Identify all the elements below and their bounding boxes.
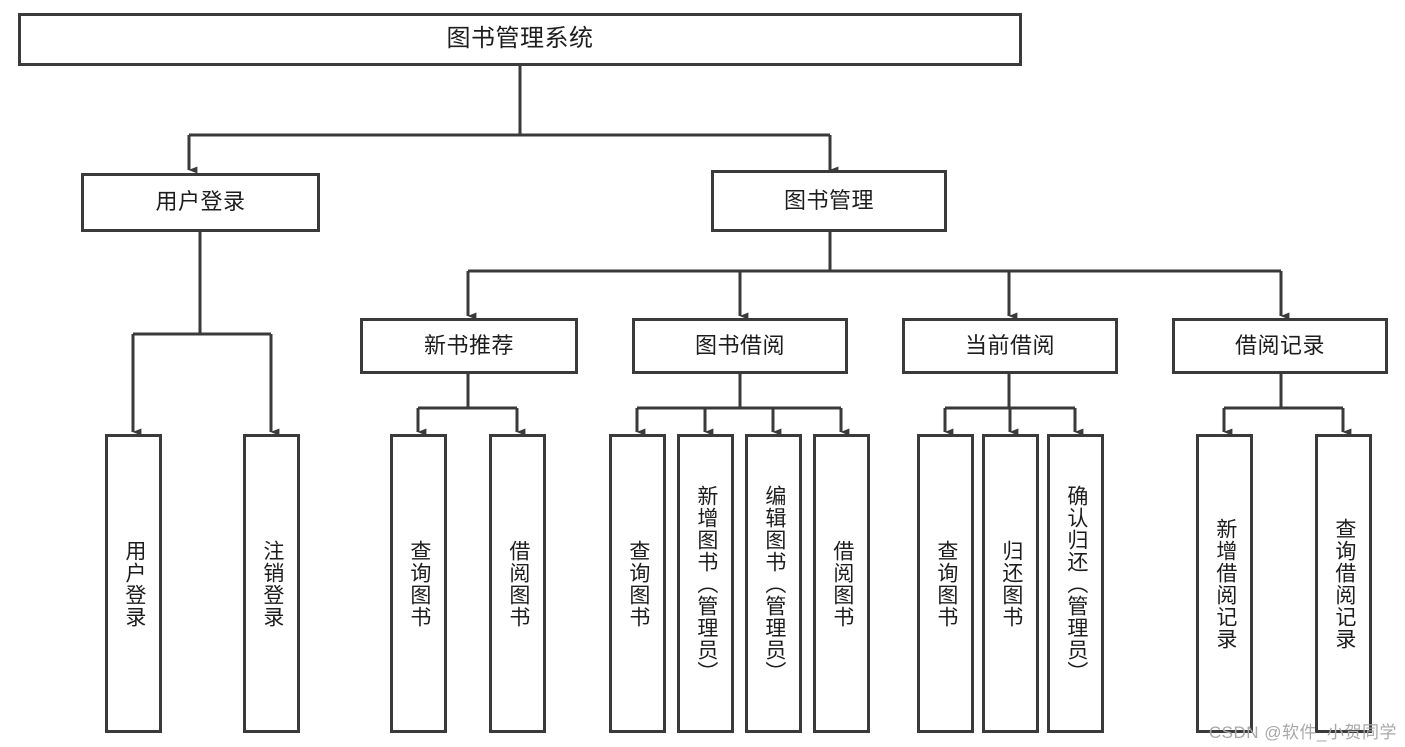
node-new-book-recommend-label: 新书推荐 bbox=[423, 332, 514, 358]
node-leaf-query-book-2-label: 查询图书 bbox=[626, 539, 650, 628]
node-borrow-record[interactable]: 借阅记录 bbox=[1172, 318, 1388, 374]
node-leaf-borrow-book-1[interactable]: 借阅图书 bbox=[489, 434, 546, 733]
node-leaf-user-login[interactable]: 用户登录 bbox=[105, 434, 162, 733]
node-leaf-borrow-book-2[interactable]: 借阅图书 bbox=[813, 434, 870, 733]
node-root[interactable]: 图书管理系统 bbox=[18, 13, 1022, 66]
node-leaf-query-record-label: 查询借阅记录 bbox=[1332, 517, 1356, 650]
node-leaf-query-record[interactable]: 查询借阅记录 bbox=[1315, 434, 1372, 733]
node-root-label: 图书管理系统 bbox=[446, 25, 594, 53]
node-leaf-add-record-label: 新增借阅记录 bbox=[1213, 517, 1237, 650]
node-book-borrow[interactable]: 图书借阅 bbox=[632, 318, 848, 374]
node-leaf-borrow-book-2-label: 借阅图书 bbox=[830, 539, 854, 628]
node-leaf-logout-login-label: 注销登录 bbox=[260, 539, 284, 628]
node-leaf-add-record[interactable]: 新增借阅记录 bbox=[1196, 434, 1253, 733]
node-new-book-recommend[interactable]: 新书推荐 bbox=[360, 318, 578, 374]
node-book-borrow-label: 图书借阅 bbox=[694, 332, 785, 358]
node-leaf-add-book-label: 新增图书（管理员） bbox=[694, 484, 718, 683]
node-book-management-label: 图书管理 bbox=[783, 187, 874, 213]
node-leaf-query-book-3-label: 查询图书 bbox=[934, 539, 958, 628]
node-leaf-query-book-1[interactable]: 查询图书 bbox=[390, 434, 447, 733]
node-leaf-confirm-return-label: 确认归还（管理员） bbox=[1064, 484, 1088, 683]
node-leaf-add-book[interactable]: 新增图书（管理员） bbox=[677, 434, 734, 733]
node-leaf-edit-book[interactable]: 编辑图书（管理员） bbox=[745, 434, 802, 733]
node-current-borrow-label: 当前借阅 bbox=[964, 332, 1055, 358]
node-leaf-borrow-book-1-label: 借阅图书 bbox=[506, 539, 530, 628]
node-borrow-record-label: 借阅记录 bbox=[1234, 332, 1325, 358]
node-leaf-return-book-label: 归还图书 bbox=[999, 539, 1023, 628]
node-leaf-edit-book-label: 编辑图书（管理员） bbox=[762, 484, 786, 683]
node-leaf-user-login-label: 用户登录 bbox=[122, 539, 146, 628]
node-leaf-return-book[interactable]: 归还图书 bbox=[982, 434, 1039, 733]
node-leaf-query-book-1-label: 查询图书 bbox=[407, 539, 431, 628]
node-user-login-label: 用户登录 bbox=[155, 189, 246, 215]
node-book-management[interactable]: 图书管理 bbox=[711, 170, 947, 232]
node-current-borrow[interactable]: 当前借阅 bbox=[902, 318, 1118, 374]
node-leaf-query-book-3[interactable]: 查询图书 bbox=[917, 434, 974, 733]
node-leaf-confirm-return[interactable]: 确认归还（管理员） bbox=[1047, 434, 1104, 733]
node-leaf-logout-login[interactable]: 注销登录 bbox=[243, 434, 300, 733]
node-leaf-query-book-2[interactable]: 查询图书 bbox=[609, 434, 666, 733]
node-user-login[interactable]: 用户登录 bbox=[81, 173, 320, 232]
